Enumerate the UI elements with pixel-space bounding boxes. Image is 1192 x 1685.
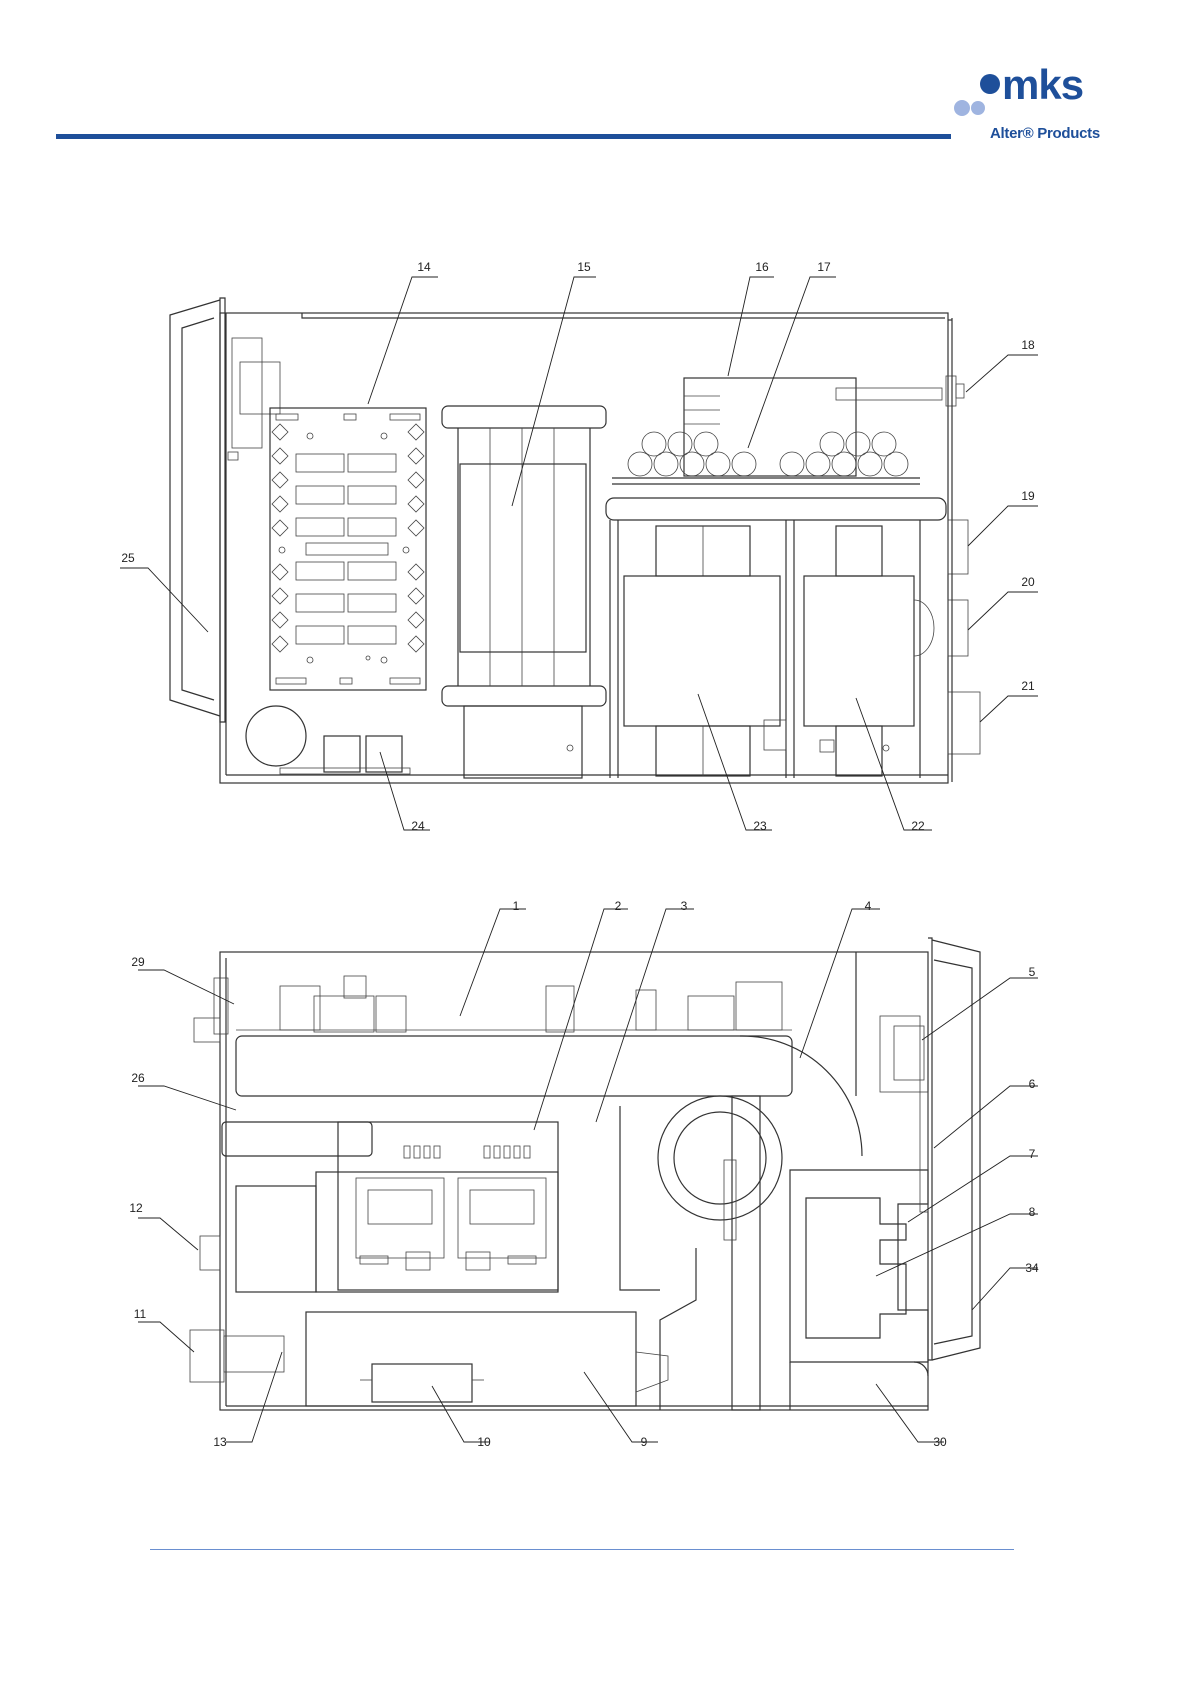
callout-9: 9 (641, 1435, 648, 1449)
top-view-callout-labels: 14 15 16 17 18 19 20 21 22 23 24 25 (121, 260, 1035, 833)
bottom-view-drawing (190, 938, 980, 1410)
callout-24: 24 (411, 819, 425, 833)
callout-2: 2 (615, 899, 622, 913)
callout-5: 5 (1029, 965, 1036, 979)
footer-rule (150, 1549, 1014, 1550)
callout-6: 6 (1029, 1077, 1036, 1091)
bottom-view-callout-labels: 1 2 3 4 5 6 7 8 9 10 11 12 13 26 29 30 3… (129, 899, 1039, 1449)
callout-12: 12 (129, 1201, 143, 1215)
callout-15: 15 (577, 260, 591, 274)
callout-26: 26 (131, 1071, 145, 1085)
callout-11: 11 (134, 1307, 147, 1321)
callout-17: 17 (817, 260, 831, 274)
callout-1: 1 (513, 899, 520, 913)
callout-7: 7 (1029, 1147, 1036, 1161)
callout-10: 10 (477, 1435, 491, 1449)
callout-14: 14 (417, 260, 431, 274)
callout-30: 30 (933, 1435, 947, 1449)
callout-13: 13 (213, 1435, 227, 1449)
top-view-drawing (170, 298, 980, 783)
callout-23: 23 (753, 819, 767, 833)
callout-19: 19 (1021, 489, 1035, 503)
callout-3: 3 (681, 899, 688, 913)
callout-34: 34 (1025, 1261, 1039, 1275)
callout-25: 25 (121, 551, 135, 565)
callout-8: 8 (1029, 1205, 1036, 1219)
callout-29: 29 (131, 955, 145, 969)
top-view-leaders (120, 277, 1038, 830)
callout-4: 4 (865, 899, 872, 913)
callout-20: 20 (1021, 575, 1035, 589)
callout-16: 16 (755, 260, 769, 274)
callout-22: 22 (911, 819, 925, 833)
callout-18: 18 (1021, 338, 1035, 352)
callout-21: 21 (1021, 679, 1035, 693)
